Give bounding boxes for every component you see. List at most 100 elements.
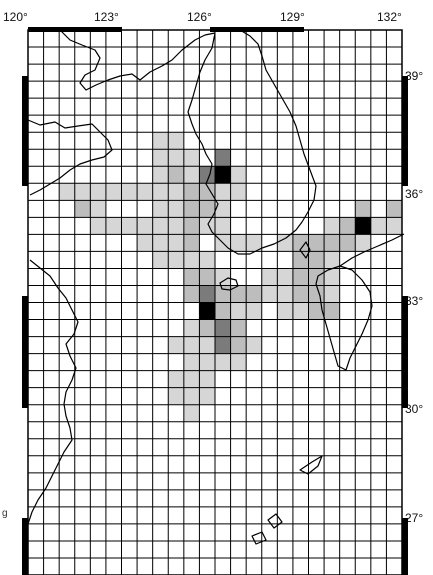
coast-liaodong: [59, 29, 216, 91]
shaded-cell-0: [152, 132, 169, 150]
shaded-cell-41: [168, 251, 184, 269]
map-frame: [22, 27, 408, 575]
shaded-cell-111: [324, 217, 340, 235]
shaded-cell-69: [324, 302, 340, 320]
shaded-cell-92: [215, 166, 231, 184]
coast-ryukyu-1: [299, 455, 323, 475]
shaded-cell-62: [199, 302, 215, 320]
shaded-cell-102: [324, 234, 340, 252]
coast-tsushima: [299, 241, 311, 259]
shaded-cell-50: [308, 268, 325, 286]
shaded-cell-43: [199, 251, 215, 269]
shaded-cell-54: [215, 285, 231, 303]
shaded-cell-103: [292, 251, 309, 269]
shaded-cell-19: [183, 200, 200, 218]
shaded-cell-16: [90, 200, 106, 218]
shaded-cell-90: [183, 404, 200, 422]
shaded-cell-33: [168, 217, 184, 235]
lon-label-120: 120°: [3, 10, 28, 24]
shaded-cell-37: [152, 234, 169, 252]
shaded-cell-72: [215, 319, 231, 337]
shaded-cell-44: [183, 268, 200, 286]
shaded-cell-84: [168, 370, 184, 388]
right-bar-2: [402, 296, 408, 408]
lat-labels: 39° 36° 33° 30° 27°: [405, 69, 423, 525]
shaded-cell-88: [183, 387, 200, 405]
shaded-cell-17: [152, 200, 169, 218]
shaded-cell-28: [90, 217, 106, 235]
shaded-cell-94: [230, 183, 247, 201]
shaded-cell-46: [215, 268, 231, 286]
shaded-cell-1: [168, 132, 184, 150]
shaded-cell-105: [324, 251, 340, 269]
shaded-cell-91: [215, 149, 231, 167]
shaded-cell-106: [355, 200, 371, 218]
shaded-cell-26: [121, 183, 138, 201]
lat-label-27: 27°: [405, 511, 423, 525]
coast-jeju: [219, 277, 239, 291]
shaded-cell-113: [339, 234, 356, 252]
shaded-cell-95: [215, 217, 231, 235]
shaded-cell-64: [230, 302, 247, 320]
shaded-cell-66: [277, 302, 293, 320]
coast-shandong: [27, 119, 113, 196]
shaded-cell-23: [74, 183, 91, 201]
shaded-cell-47: [261, 268, 278, 286]
shaded-cell-30: [121, 217, 138, 235]
shaded-cell-15: [74, 200, 91, 218]
shaded-cell-14: [215, 183, 231, 201]
shaded-cells: [59, 132, 402, 422]
shaded-cell-5: [152, 166, 169, 184]
shaded-cell-2: [152, 149, 169, 167]
top-bar-2: [210, 27, 304, 32]
shaded-cell-74: [168, 336, 184, 354]
shaded-cell-63: [215, 302, 231, 320]
shaded-cell-97: [230, 234, 247, 252]
stray-glyph: g: [2, 508, 8, 519]
shaded-cell-65: [246, 302, 262, 320]
right-bar-1: [402, 76, 408, 186]
shaded-cell-76: [199, 336, 215, 354]
lon-label-132: 132°: [377, 10, 402, 24]
shaded-cell-68: [308, 302, 325, 320]
shaded-cell-101: [308, 234, 325, 252]
right-bar-3: [402, 518, 408, 575]
shaded-cell-29: [105, 217, 122, 235]
shaded-cell-61: [324, 285, 340, 303]
coast-kyushu: [315, 265, 373, 371]
shaded-cell-70: [183, 319, 200, 337]
lat-label-33: 33°: [405, 294, 423, 308]
shaded-cell-77: [215, 336, 231, 354]
shaded-cell-20: [199, 200, 215, 218]
shaded-cell-52: [183, 285, 200, 303]
shaded-cell-3: [168, 149, 184, 167]
shaded-cell-39: [183, 234, 200, 252]
shaded-cell-80: [183, 353, 200, 371]
shaded-cell-107: [386, 200, 402, 218]
shaded-cell-100: [292, 234, 309, 252]
shaded-cell-87: [168, 387, 184, 405]
shaded-cell-48: [277, 268, 293, 286]
shaded-cell-112: [386, 217, 402, 235]
shaded-cell-75: [183, 336, 200, 354]
shaded-cell-13: [199, 183, 215, 201]
shaded-cell-56: [246, 285, 262, 303]
shaded-cell-36: [137, 234, 153, 252]
shaded-cell-79: [246, 336, 262, 354]
shaded-cell-7: [183, 166, 200, 184]
shaded-cell-51: [324, 268, 340, 286]
shaded-cell-45: [199, 268, 215, 286]
shaded-cell-31: [137, 217, 153, 235]
shaded-cell-57: [261, 285, 278, 303]
shaded-cell-114: [355, 234, 371, 252]
shaded-cell-24: [90, 183, 106, 201]
shaded-cell-81: [199, 353, 215, 371]
shaded-cell-22: [59, 183, 75, 201]
top-bar-1: [28, 27, 122, 32]
shaded-cell-83: [230, 353, 247, 371]
shaded-cell-55: [230, 285, 247, 303]
shaded-cell-110: [370, 217, 387, 235]
shaded-cell-67: [292, 302, 309, 320]
lon-label-129: 129°: [280, 10, 305, 24]
shaded-cell-85: [183, 370, 200, 388]
